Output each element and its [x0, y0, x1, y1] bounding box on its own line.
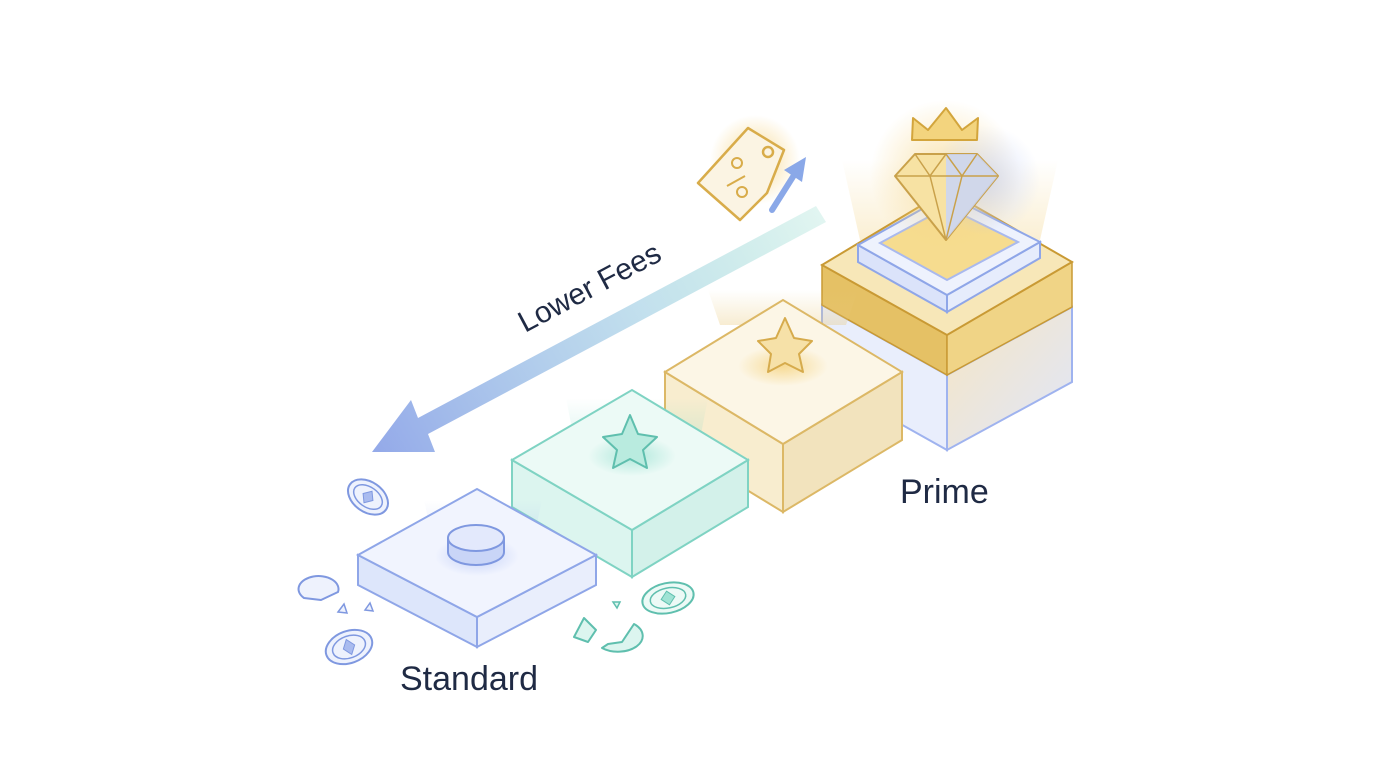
broken-coin-icon: [297, 575, 375, 614]
up-arrow-icon: [769, 157, 806, 213]
star-icon: [602, 414, 658, 469]
coin-icon: [347, 478, 389, 516]
standard-label: Standard: [400, 660, 538, 698]
coin-icon: [447, 524, 505, 566]
coin-icon: [641, 581, 695, 615]
arrow-label: Lower Fees: [513, 236, 667, 339]
price-tag-icon: [696, 115, 800, 222]
coin-icon: [324, 628, 374, 666]
broken-coin-icon: [573, 601, 644, 653]
star-icon: [757, 317, 813, 373]
diamond-icon: [894, 152, 999, 241]
lower-fees-arrow: [372, 206, 826, 452]
prime-label: Prime: [900, 473, 989, 511]
